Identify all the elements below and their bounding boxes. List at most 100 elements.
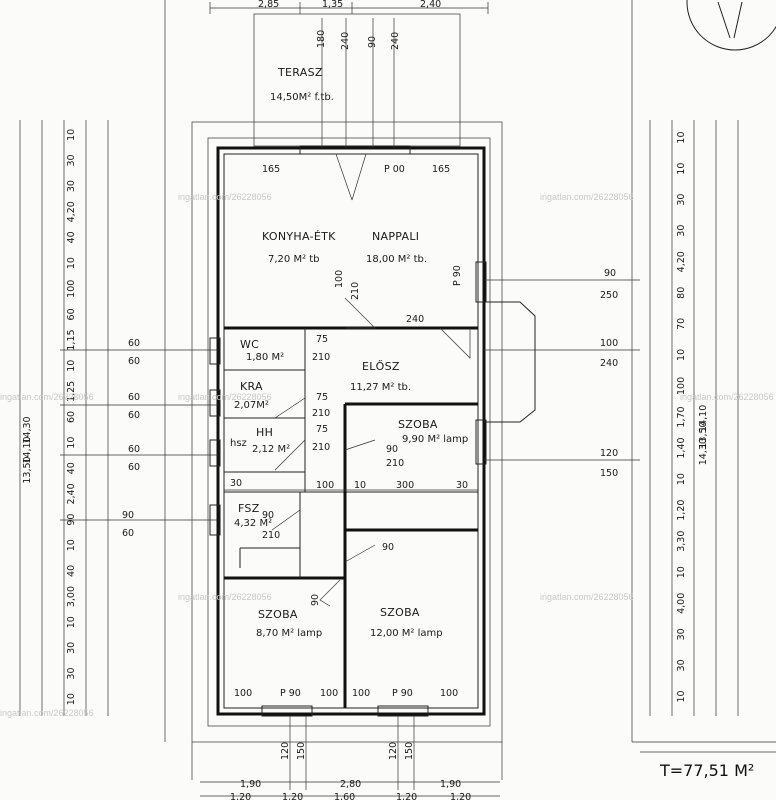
- room-hh-name: HH: [256, 426, 273, 439]
- dim-bottom3-3: 1,60: [334, 792, 355, 800]
- dim-inner-5: 210: [312, 352, 330, 363]
- dim-right-2: 250: [600, 290, 618, 301]
- chain-dimension-label: 100: [676, 377, 687, 395]
- chain-dimension-label: 10: [66, 539, 77, 551]
- dim-inner-11: 210: [386, 458, 404, 469]
- chain-dimension-label: 10: [676, 349, 687, 361]
- dim-opening-3: 165: [432, 164, 450, 175]
- chain-dimension-label: 10: [676, 473, 687, 485]
- room-fsz-area: 4,32 M²: [234, 518, 272, 529]
- chain-dimension-label: 10: [676, 690, 687, 702]
- compass-icon: [686, 0, 776, 51]
- chain-dimension-label: 40: [66, 231, 77, 243]
- chain-dimension-label: 14,10: [698, 405, 709, 432]
- room-labels: TERASZ 14,50M² f.tb. KONYHA-ÉTK 7,20 M² …: [230, 66, 468, 639]
- watermark-text: ingatlan.com/26228056: [680, 392, 774, 402]
- dim-bottom3-1: 1,20: [230, 792, 251, 800]
- chain-dimension-label: 1,25: [66, 381, 77, 402]
- bottom-dimension-labels: 1,90 2,80 1,90 120 150 120 150 1,20 1,20…: [230, 742, 471, 800]
- dim-bottom2-3: 120: [388, 742, 399, 760]
- dim-left-7: 90: [122, 510, 134, 521]
- watermark-text: ingatlan.com/26228056: [540, 592, 634, 602]
- dim-inner-24: P 90: [392, 688, 413, 699]
- chain-dimension-label: 60: [66, 411, 77, 423]
- dim-left-1: 60: [128, 338, 140, 349]
- bottom-dimension-lines: [200, 716, 500, 797]
- dim-left-8: 60: [122, 528, 134, 539]
- dim-bottom2-1: 120: [280, 742, 291, 760]
- chain-dimension-label: 30: [66, 154, 77, 166]
- dim-inner-15: 300: [396, 480, 414, 491]
- chain-dimension-label: 4,20: [676, 251, 687, 272]
- dim-inner-26: 90: [310, 594, 321, 606]
- chain-dimension-label: 60: [66, 308, 77, 320]
- dim-bottom3-5: 1,20: [450, 792, 471, 800]
- dim-inner-12: 30: [230, 478, 242, 489]
- right-dimension-chains: [649, 120, 739, 716]
- chain-dimension-label: 10: [66, 129, 77, 141]
- chain-dimension-label: 14,10: [22, 436, 33, 463]
- room-szoba2-area: 8,70 M² lamp: [256, 628, 322, 639]
- dim-left-6: 60: [128, 462, 140, 473]
- left-chain-labels: 1030304,204010100601,15101,256010402,409…: [66, 129, 77, 705]
- chain-dimension-label: 10: [66, 616, 77, 628]
- dim-left-2: 60: [128, 356, 140, 367]
- dim-inner-8: 75: [316, 424, 328, 435]
- chain-dimension-label: 30: [676, 628, 687, 640]
- chain-dimension-label: 30: [66, 180, 77, 192]
- room-fsz-name: FSZ: [238, 502, 260, 515]
- watermarks: ingatlan.com/26228056 ingatlan.com/26228…: [0, 192, 774, 718]
- room-nappali-name: NAPPALI: [372, 230, 419, 243]
- chain-dimension-label: 100: [66, 280, 77, 298]
- dim-inner-3: 240: [406, 314, 424, 325]
- watermark-text: ingatlan.com/26228056: [178, 192, 272, 202]
- dim-inner-22: 100: [320, 688, 338, 699]
- terrace-area: 14,50M² f.tb.: [270, 92, 334, 103]
- room-elosz-name: ELŐSZ: [362, 359, 400, 373]
- top-dimension-labels: 2,85 1,35 2,40 180 240 90 240 165 P 00 1…: [258, 0, 450, 175]
- dim-inner-4: 75: [316, 334, 328, 345]
- chain-dimension-label: 3,30: [676, 531, 687, 552]
- watermark-text: ingatlan.com/26228056: [0, 708, 94, 718]
- dim-bottom3-2: 1,20: [282, 792, 303, 800]
- chain-dimension-label: 4,00: [676, 593, 687, 614]
- dim-opening-2: P 00: [384, 164, 405, 175]
- chain-dimension-label: 14,30: [22, 416, 33, 443]
- left-dimension-chains: [19, 120, 109, 716]
- dim-inner-2: 210: [350, 282, 361, 300]
- dim-inner-18: 210: [262, 530, 280, 541]
- watermark-text: ingatlan.com/26228056: [178, 392, 272, 402]
- room-kra-name: KRA: [240, 380, 263, 393]
- dim-inner-14: 10: [354, 480, 366, 491]
- chain-dimension-label: 10: [676, 131, 687, 143]
- dim-inner-23: 100: [352, 688, 370, 699]
- dim-top-1: 2,85: [258, 0, 279, 10]
- chain-dimension-label: 13,50: [698, 421, 709, 448]
- dim-inner-17: 90: [262, 510, 274, 521]
- chimney: [484, 301, 536, 423]
- chain-dimension-label: 1,40: [676, 437, 687, 458]
- dim-terrace-4: 240: [390, 32, 401, 50]
- dim-terrace-3: 90: [367, 36, 378, 48]
- dim-inner-10: 90: [386, 444, 398, 455]
- room-hh-area: 2,12 M²: [252, 444, 290, 455]
- room-szoba2-name: SZOBA: [258, 608, 298, 621]
- room-nappali-area: 18,00 M² tb.: [366, 254, 427, 265]
- terrace-name: TERASZ: [277, 66, 323, 79]
- terrace-outline: [253, 13, 461, 147]
- dim-left-3: 60: [128, 392, 140, 403]
- dim-bottom-1: 1,90: [240, 779, 261, 790]
- dim-left-5: 60: [128, 444, 140, 455]
- site-outline: [164, 0, 633, 780]
- left-opening-labels: 60 60 60 60 60 60 90 60: [122, 338, 140, 539]
- dim-bottom3-4: 1,20: [396, 792, 417, 800]
- dim-inner-16: 30: [456, 480, 468, 491]
- room-kra-area: 2,07M²: [234, 400, 269, 411]
- dim-bottom-2: 2,80: [340, 779, 361, 790]
- chain-dimension-label: 10: [66, 360, 77, 372]
- chain-dimension-label: 10: [676, 163, 687, 175]
- chain-dimension-label: 30: [66, 642, 77, 654]
- dim-bottom2-2: 150: [296, 742, 307, 760]
